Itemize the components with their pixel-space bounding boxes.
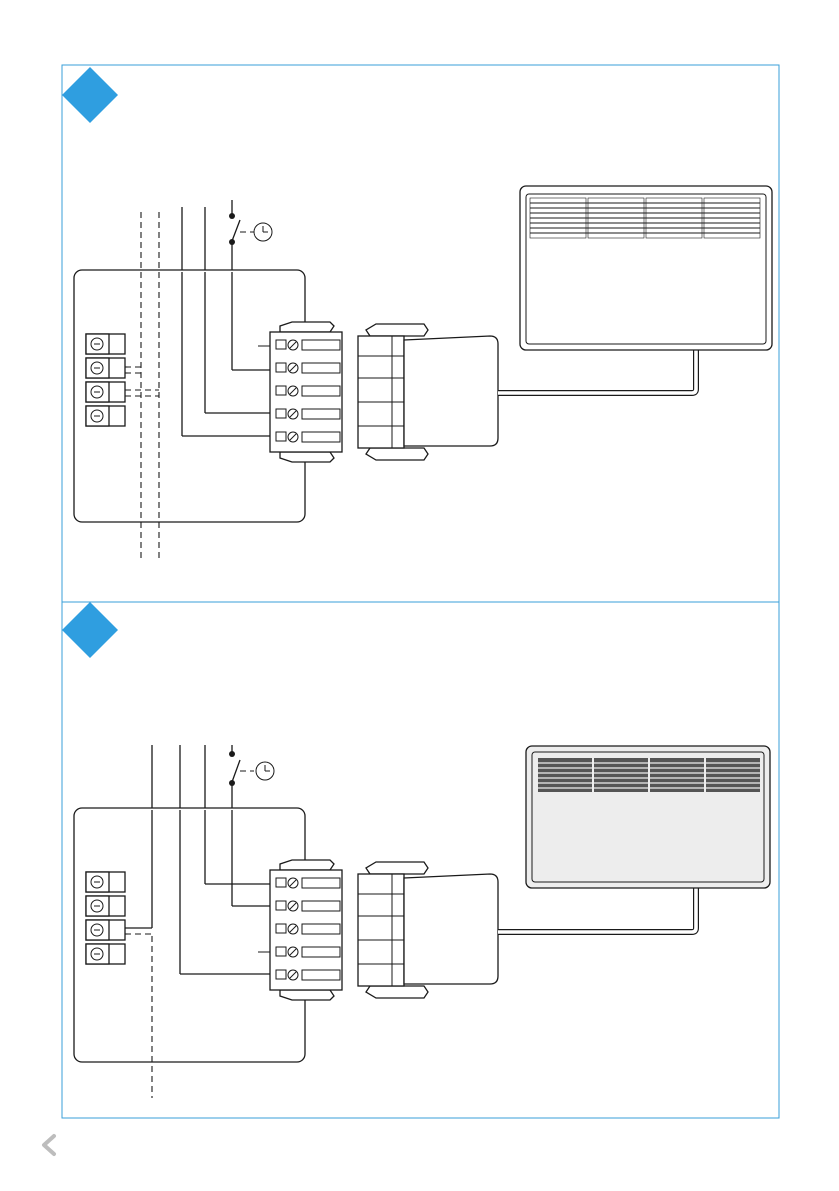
clock-timer-icon [256, 762, 274, 780]
blue-diamond-marker-icon [62, 602, 118, 658]
supply-lines [152, 745, 232, 808]
wall-terminal [86, 406, 125, 426]
blue-diamond-marker-icon [62, 67, 118, 123]
socket-connector [270, 322, 342, 462]
wall-terminal [86, 334, 125, 354]
wall-terminal [86, 358, 125, 378]
switch-icon [229, 745, 240, 786]
plug-connector [358, 862, 498, 998]
wall-terminal [86, 872, 125, 892]
clock-timer-icon [254, 223, 272, 241]
panel-heater [526, 746, 770, 888]
panel-heater [520, 186, 772, 350]
wall-terminal [86, 920, 125, 940]
wall-terminal [86, 382, 125, 402]
diagram-panel-2 [62, 602, 779, 1118]
heater-cable [498, 886, 696, 932]
diagram-panel-1 [62, 65, 779, 602]
wall-terminal [86, 944, 125, 964]
socket-connector [270, 860, 342, 1000]
wall-terminal [86, 896, 125, 916]
plug-connector [358, 324, 498, 460]
heater-cable [498, 348, 696, 393]
chevron-left-icon[interactable] [44, 1136, 54, 1154]
